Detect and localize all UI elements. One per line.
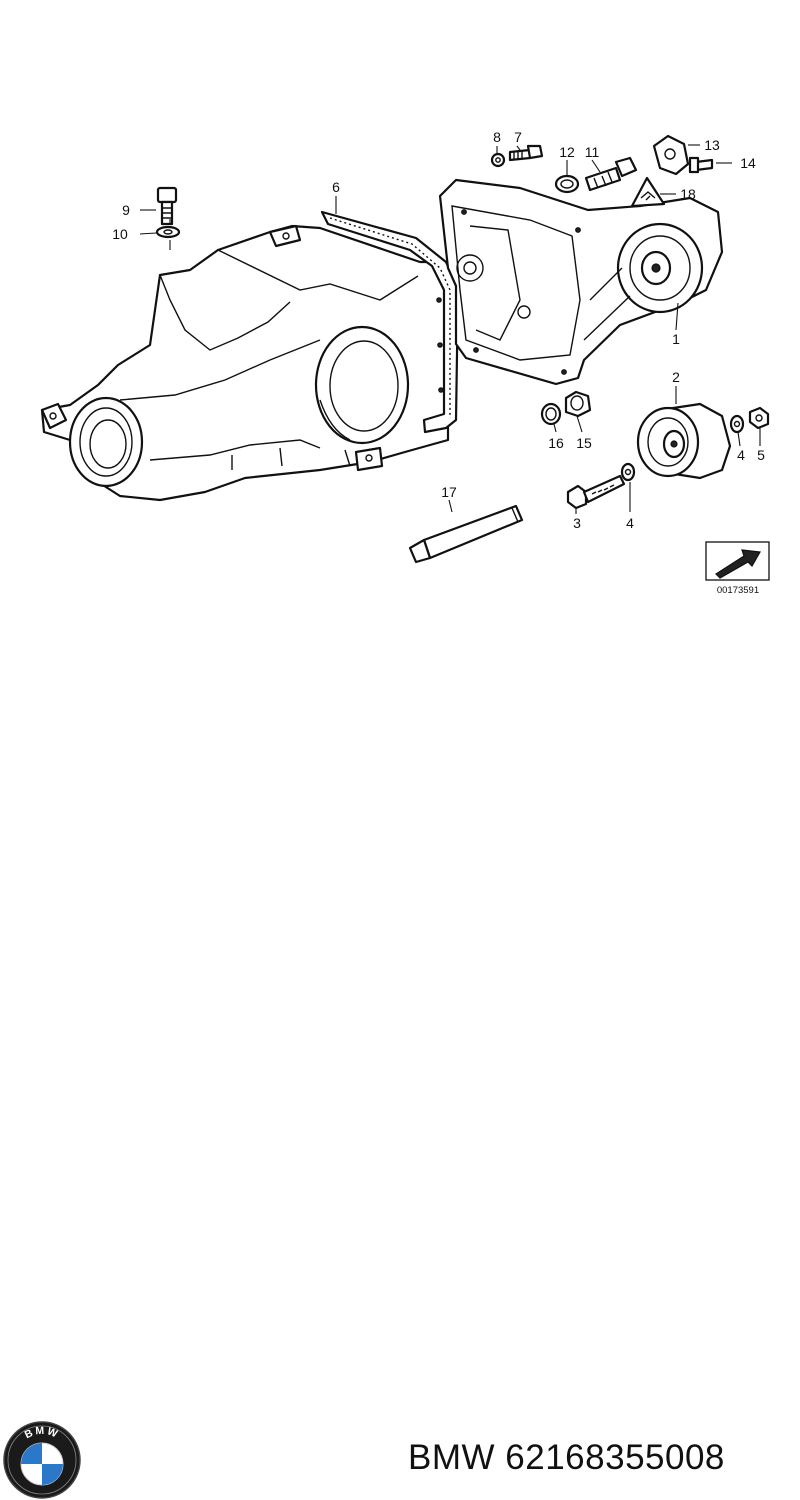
differential-housing	[40, 224, 450, 502]
callout-10: 10	[112, 226, 128, 242]
callout-16: 16	[548, 435, 564, 451]
callout-7: 7	[514, 129, 522, 145]
callout-14: 14	[740, 155, 756, 171]
footer: BMW BMW 62168355008	[0, 700, 800, 1499]
leader-lines	[139, 144, 761, 514]
callout-17: 17	[441, 484, 457, 500]
callout-2: 2	[672, 369, 680, 385]
mount-bolt	[566, 462, 636, 510]
differential-cover	[438, 178, 724, 386]
callout-4-lower: 4	[626, 515, 634, 531]
sensor-assembly	[554, 134, 714, 208]
reference-box: 00173591	[705, 541, 770, 596]
rubber-mount	[636, 402, 732, 480]
sealant-tube	[408, 504, 524, 564]
callout-4-right: 4	[737, 447, 745, 463]
bmw-logo-icon: BMW	[3, 1421, 81, 1499]
brand-name: BMW	[408, 1438, 496, 1477]
drain-plug	[540, 390, 592, 426]
differential-exploded-diagram: 1 2 3 4 4 5 6 7 8 9 10 11 12 13 14 15 16…	[40, 129, 770, 596]
callout-5: 5	[757, 447, 765, 463]
callout-15: 15	[576, 435, 592, 451]
cover-bolt	[490, 144, 544, 168]
callouts: 1 2 3 4 4 5 6 7 8 9 10 11 12 13 14 15 16…	[112, 129, 765, 531]
callout-3: 3	[573, 515, 581, 531]
washer-nut	[729, 406, 770, 434]
callout-8: 8	[493, 129, 501, 145]
reference-code: 00173591	[717, 585, 759, 596]
part-number: 62168355008	[505, 1438, 725, 1477]
callout-9: 9	[122, 202, 130, 218]
housing-bolt	[155, 186, 181, 239]
callout-12: 12	[559, 144, 575, 160]
callout-6: 6	[332, 179, 340, 195]
callout-1: 1	[672, 331, 680, 347]
callout-13: 13	[704, 137, 720, 153]
brand-part-number: BMW 62168355008	[408, 1438, 725, 1478]
callout-18: 18	[680, 186, 696, 202]
callout-11: 11	[585, 144, 600, 160]
